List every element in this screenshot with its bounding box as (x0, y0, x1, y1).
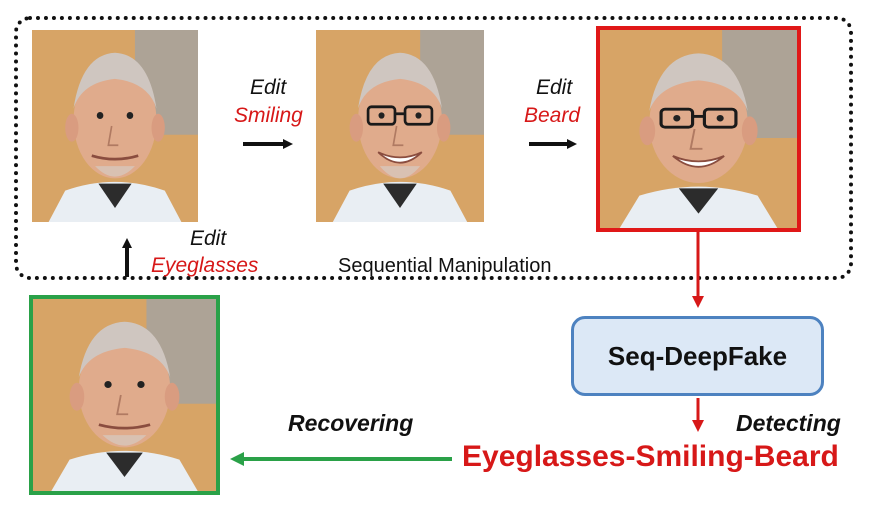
seq-deepfake-model-box: Seq-DeepFake (571, 316, 824, 396)
detecting-label: Detecting (736, 410, 841, 436)
edit-beard-attribute: Beard (524, 104, 581, 127)
eyeglasses-face-image (316, 30, 484, 222)
original-face-image (32, 30, 198, 222)
recovered-face-image (29, 295, 220, 495)
seq-deepfake-label: Seq-DeepFake (607, 340, 788, 371)
edit-eyeglasses-verb: Edit (190, 227, 227, 250)
fully-manipulated-face-image (596, 26, 801, 232)
sequential-manipulation-caption: Sequential Manipulation (338, 255, 552, 277)
edit-eyeglasses-attribute: Eyeglasses (151, 254, 259, 277)
sequential-manipulation-box (14, 16, 853, 280)
predicted-sequence-label: Eyeglasses-Smiling-Beard (462, 440, 839, 473)
recovering-label: Recovering (288, 410, 414, 436)
edit-smiling-attribute: Smiling (234, 104, 303, 127)
edit-beard-verb: Edit (536, 76, 573, 99)
edit-smiling-verb: Edit (250, 76, 287, 99)
